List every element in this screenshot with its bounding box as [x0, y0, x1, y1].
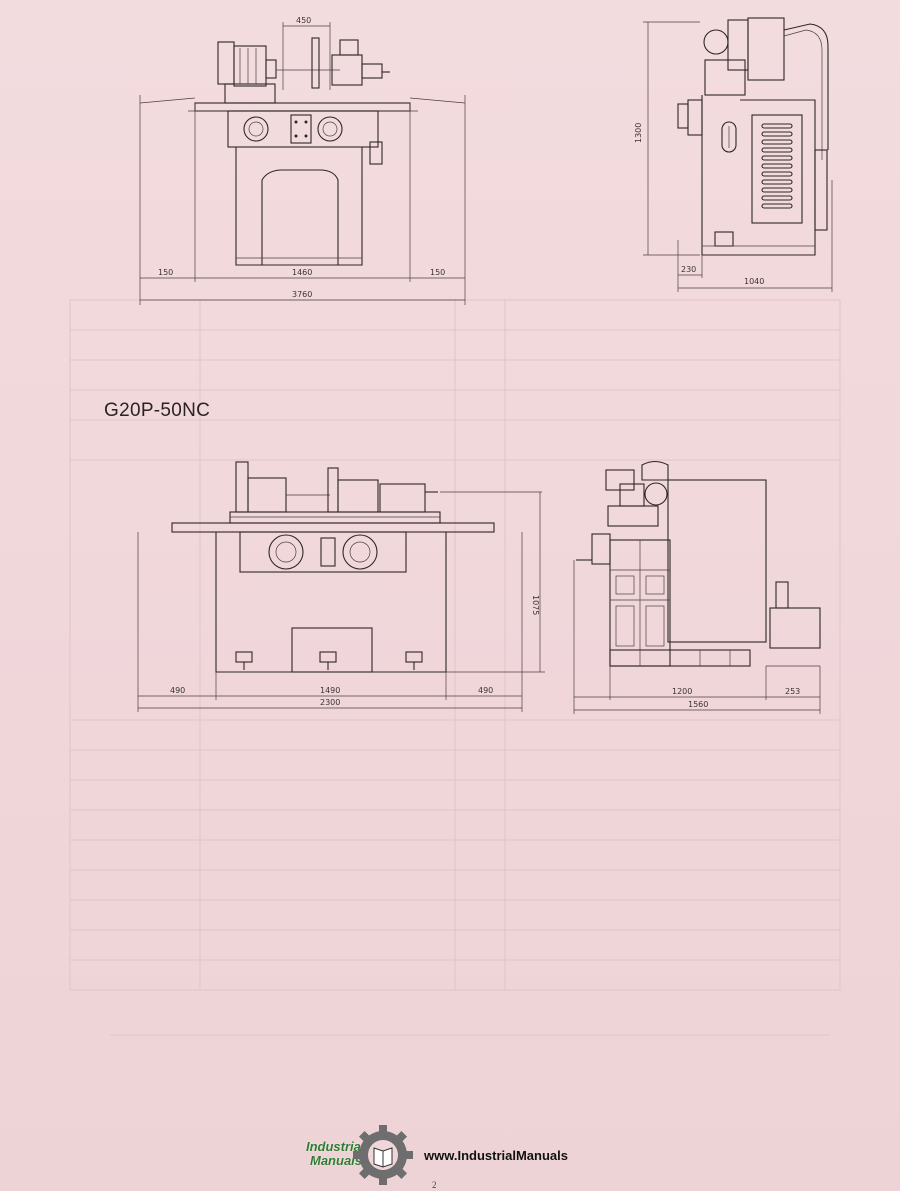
dim-bottom-base-depth: 1200	[672, 687, 692, 696]
dim-bottom-right-overhang: 490	[478, 686, 493, 695]
dim-bottom-base-width: 1490	[320, 686, 340, 695]
gear-logo-icon	[353, 1125, 413, 1185]
logo-line1: Industrial	[306, 1139, 365, 1154]
logo-line2: Manuals	[310, 1153, 363, 1168]
page-number: 2	[432, 1180, 437, 1190]
logo-text: Industrial Manuals	[306, 1140, 365, 1168]
dim-left-overhang: 150	[158, 268, 173, 277]
top-side-view: 1300	[634, 17, 833, 292]
vent-slots	[761, 123, 793, 209]
dim-base-width: 1460	[292, 268, 312, 277]
dim-overall-width: 3760	[292, 290, 312, 299]
dim-tank-offset: 253	[785, 687, 800, 696]
bleed-through-table	[69, 299, 841, 1036]
bottom-front-view: 1075 490 1490 490 2300	[137, 461, 545, 712]
dim-bottom-overall-depth: 1560	[688, 700, 708, 709]
footer-watermark: Industrial Manuals www.IndustrialManuals	[300, 1122, 660, 1188]
dim-side-depth: 1040	[744, 277, 764, 286]
dim-bottom-left-overhang: 490	[170, 686, 185, 695]
top-front-view: 450	[139, 16, 466, 305]
dim-top-width: 450	[296, 16, 311, 25]
dim-right-overhang: 150	[430, 268, 445, 277]
bottom-side-view: 1200 253 1560	[573, 460, 821, 714]
model-label: G20P-50NC	[104, 400, 211, 421]
footer-url: www.IndustrialManuals	[424, 1148, 568, 1163]
dim-side-height: 1300	[634, 123, 643, 143]
dim-front-offset: 230	[681, 265, 696, 274]
dim-bottom-height: 1075	[531, 595, 540, 615]
dim-bottom-overall-width: 2300	[320, 698, 340, 707]
